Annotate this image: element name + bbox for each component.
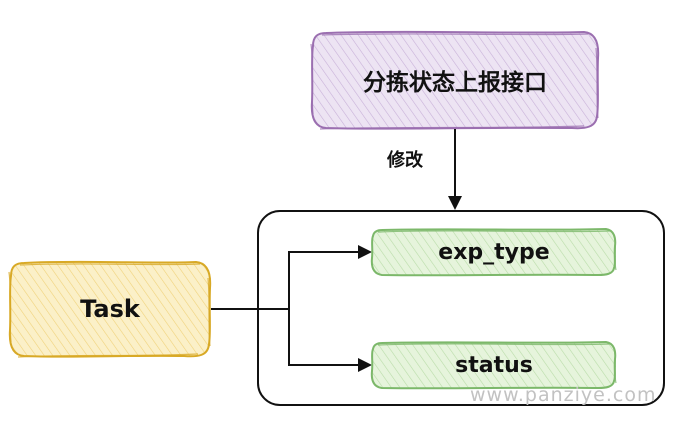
task-connector	[211, 245, 372, 372]
task-node	[8, 260, 212, 358]
watermark: www.panziye.com	[470, 384, 657, 406]
status-label: status	[455, 352, 533, 378]
report-api-label: 分拣状态上报接口	[363, 70, 547, 96]
modify-arrow	[448, 129, 462, 210]
report-api-node	[310, 30, 600, 130]
exp-type-label: exp_type	[438, 239, 550, 265]
status-node	[370, 340, 617, 390]
exp-type-node	[370, 227, 617, 277]
modify-edge-label: 修改	[387, 150, 423, 171]
task-label: Task	[80, 295, 140, 323]
